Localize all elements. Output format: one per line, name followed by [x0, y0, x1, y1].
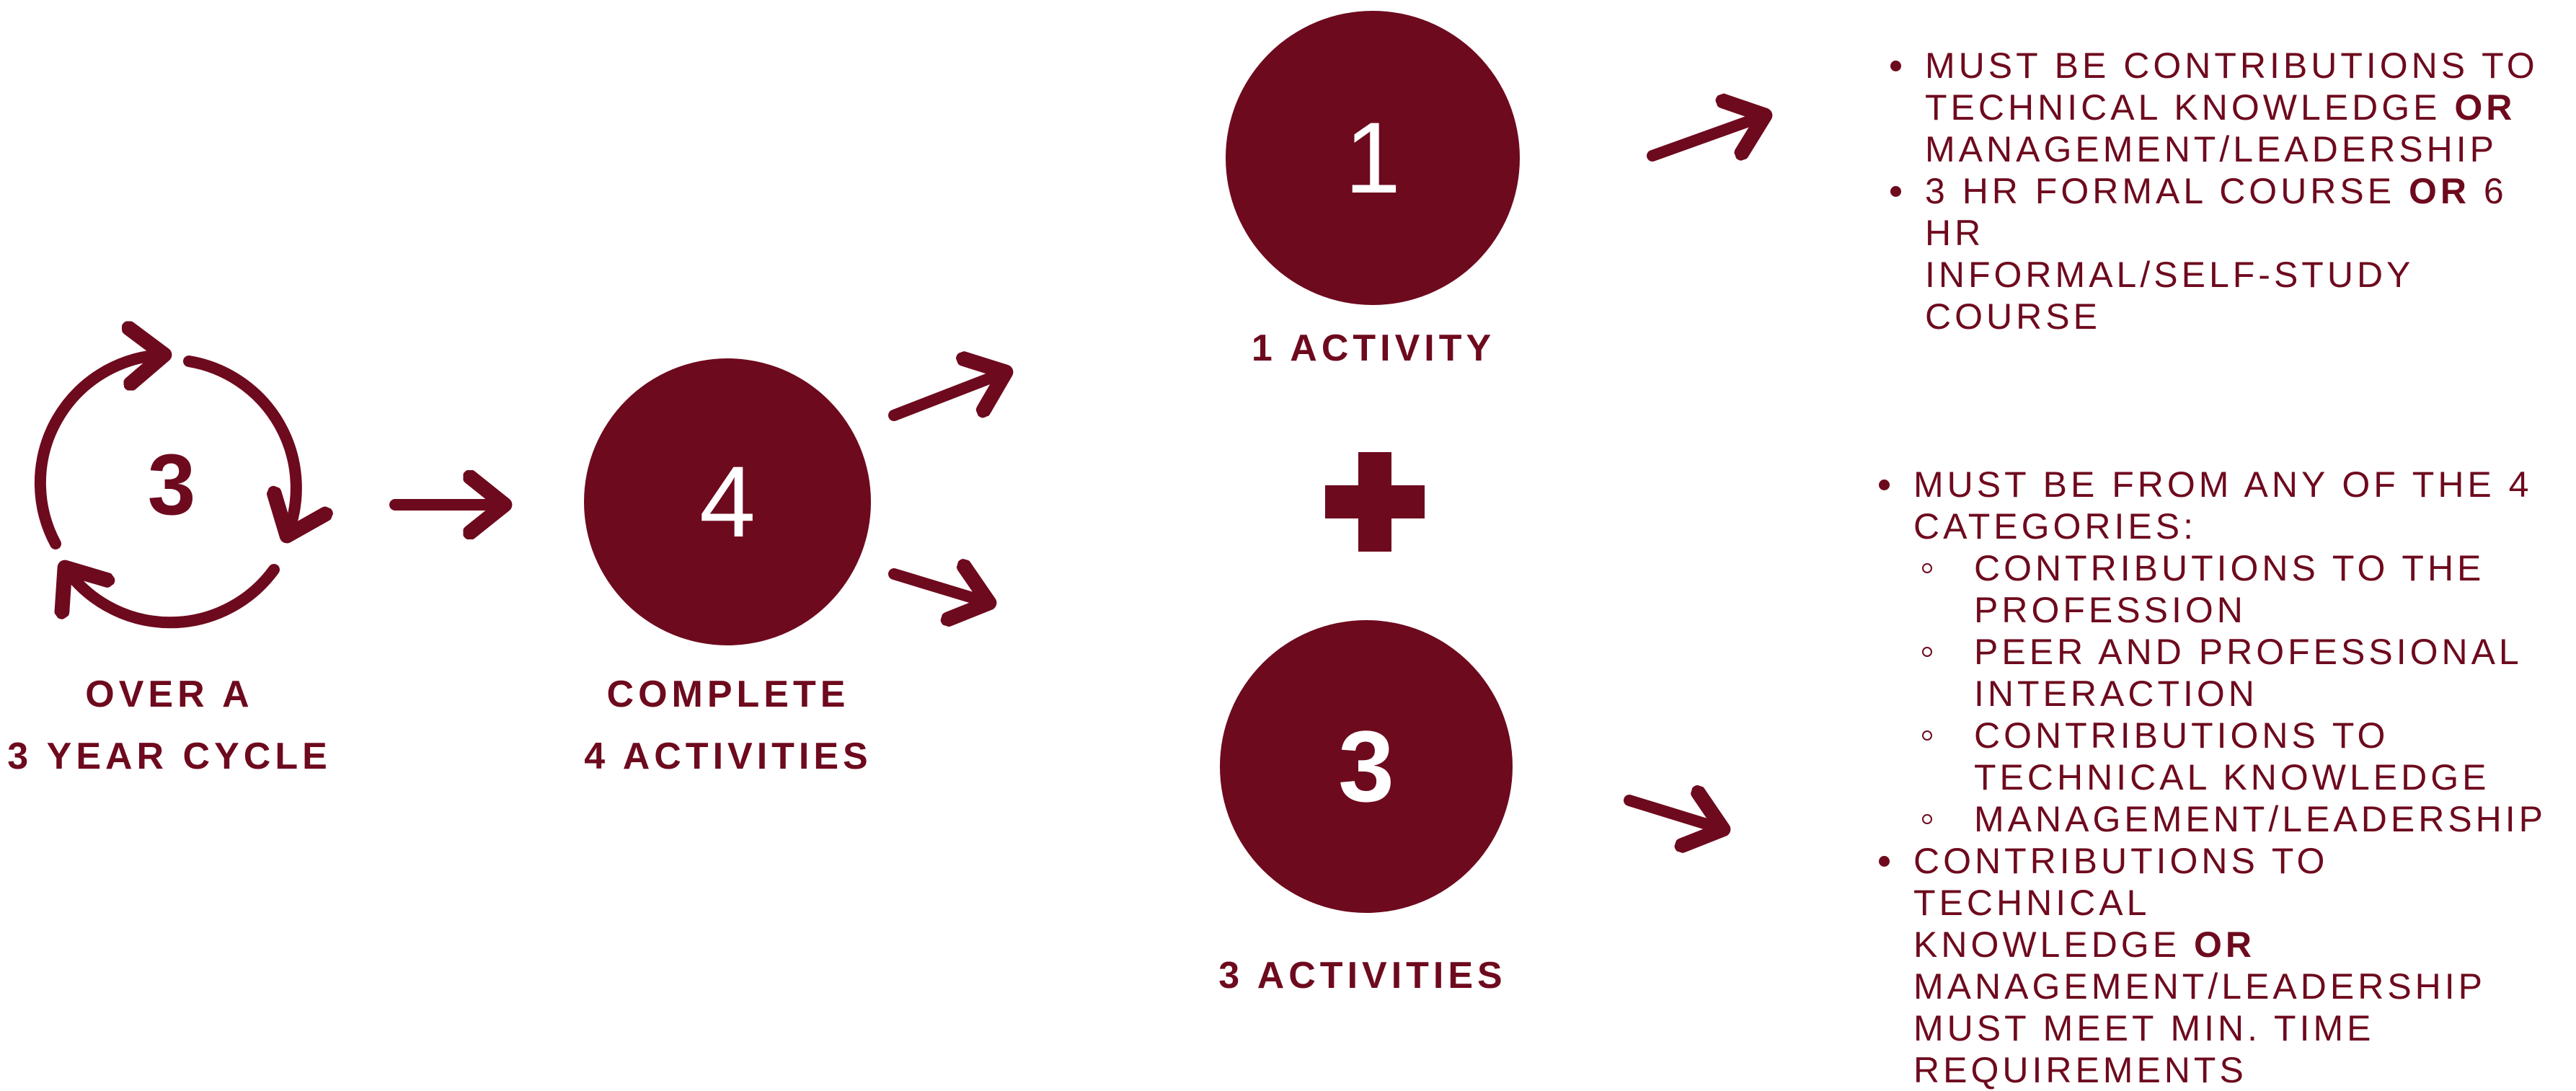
category-list: CONTRIBUTIONS TO THE PROFESSION PEER AND… — [1913, 547, 2575, 840]
three-activities-caption: 3 ACTIVITIES — [1218, 955, 1507, 997]
category-line: PEER AND PROFESSIONAL — [1974, 632, 2523, 672]
note-text: TECHNICAL KNOWLEDGE — [1925, 87, 2455, 128]
note-line: 3 HR FORMAL COURSE OR 6 HR — [1925, 170, 2575, 254]
category-line: TECHNICAL KNOWLEDGE — [1974, 757, 2490, 798]
note-line: INFORMAL/SELF-STUDY — [1925, 255, 2415, 295]
note-line: COURSE — [1925, 296, 2101, 337]
one-activity-notes: MUST BE CONTRIBUTIONS TO TECHNICAL KNOWL… — [1883, 45, 2575, 337]
three-activities-notes: MUST BE FROM ANY OF THE 4 CATEGORIES: CO… — [1872, 464, 2575, 1091]
note-line: MUST BE FROM ANY OF THE 4 — [1913, 464, 2533, 505]
note-line: MANAGEMENT/LEADERSHIP — [1925, 129, 2498, 169]
three-activities-circle: 3 — [1220, 620, 1513, 913]
total-number: 4 — [699, 445, 756, 558]
note-text: 6 HR — [1925, 171, 2508, 253]
note-line: MANAGEMENT/LEADERSHIP — [1913, 966, 2487, 1007]
one-activity-caption: 1 ACTIVITY — [1251, 327, 1496, 369]
cycle-caption: OVER A 3 YEAR CYCLE — [0, 663, 339, 787]
category-line: INTERACTION — [1974, 673, 2258, 714]
category-line: CONTRIBUTIONS TO — [1974, 715, 2389, 756]
right-arrow-icon — [888, 372, 1006, 421]
category-item: MANAGEMENT/LEADERSHIP — [1913, 798, 2575, 840]
note-line: CONTRIBUTIONS TO TECHNICAL — [1913, 841, 2329, 923]
note-emphasis: OR — [2409, 171, 2471, 211]
category-line: PROFESSION — [1974, 590, 2247, 630]
plus-icon — [1325, 452, 1425, 552]
category-item: CONTRIBUTIONS TO TECHNICAL KNOWLEDGE — [1913, 715, 2575, 798]
note-line: MUST BE CONTRIBUTIONS TO — [1925, 45, 2539, 86]
cycle-arrows-icon — [34, 355, 296, 629]
total-caption: COMPLETE 4 ACTIVITIES — [562, 663, 894, 787]
note-text: 3 HR FORMAL COURSE — [1925, 171, 2409, 211]
note-item: MUST BE CONTRIBUTIONS TO TECHNICAL KNOWL… — [1883, 45, 2575, 170]
note-line: TECHNICAL KNOWLEDGE OR — [1925, 87, 2575, 128]
right-arrow-icon — [1647, 115, 1765, 162]
one-activity-circle: 1 — [1226, 11, 1520, 305]
note-text: KNOWLEDGE — [1913, 924, 2194, 965]
total-caption-line: 4 ACTIVITIES — [584, 736, 872, 777]
right-arrow-icon — [1624, 800, 1723, 829]
note-line: KNOWLEDGE OR — [1913, 924, 2575, 966]
note-emphasis: OR — [2193, 924, 2255, 965]
cycle-number: 3 — [147, 436, 196, 533]
note-line: CATEGORIES: — [1913, 506, 2197, 547]
note-item: CONTRIBUTIONS TO TECHNICAL KNOWLEDGE OR … — [1872, 840, 2575, 1091]
category-item: PEER AND PROFESSIONAL INTERACTION — [1913, 631, 2575, 715]
category-item: CONTRIBUTIONS TO THE PROFESSION — [1913, 547, 2575, 631]
total-activities-circle: 4 — [584, 358, 871, 645]
one-activity-number: 1 — [1345, 101, 1401, 214]
right-arrow-icon — [888, 574, 989, 603]
note-line: REQUIREMENTS — [1913, 1050, 2247, 1090]
category-line: CONTRIBUTIONS TO THE — [1974, 548, 2485, 588]
three-activities-number: 3 — [1338, 710, 1394, 823]
category-line: MANAGEMENT/LEADERSHIP — [1974, 799, 2547, 839]
total-caption-line: COMPLETE — [606, 673, 850, 715]
cycle-caption-line: OVER A — [85, 673, 254, 715]
connector-arrows — [34, 0, 2576, 1048]
cycle-caption-line: 3 YEAR CYCLE — [7, 736, 332, 777]
note-line: MUST MEET MIN. TIME — [1913, 1008, 2375, 1048]
note-emphasis: OR — [2454, 87, 2516, 128]
note-item: MUST BE FROM ANY OF THE 4 CATEGORIES: CO… — [1872, 464, 2575, 840]
note-item: 3 HR FORMAL COURSE OR 6 HR INFORMAL/SELF… — [1883, 170, 2575, 337]
